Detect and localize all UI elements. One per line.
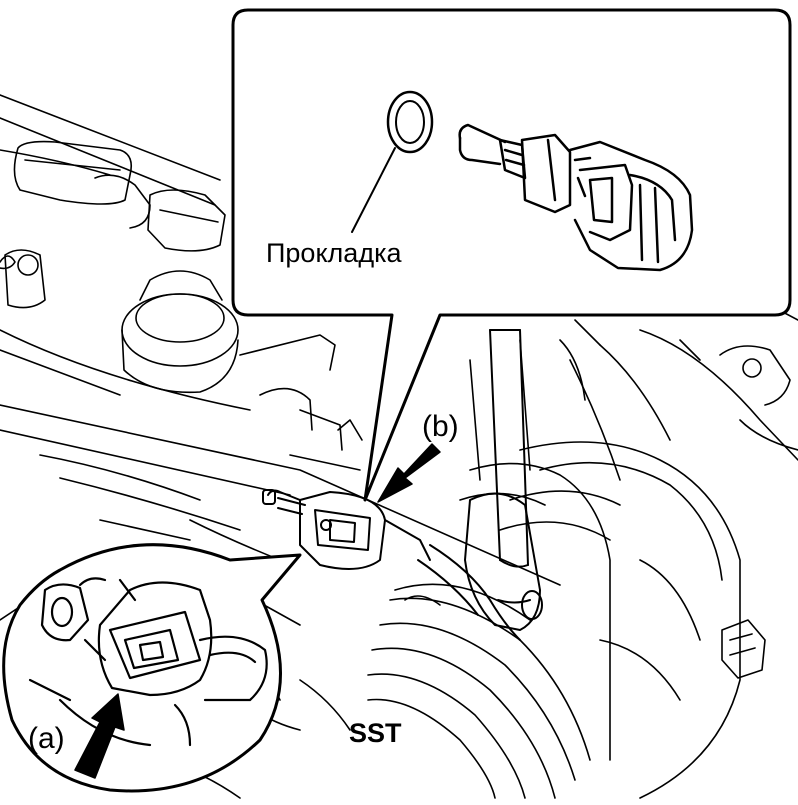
callout-a-label: (a) [28,722,65,755]
sst-label: SST [349,718,402,748]
installed-sensor [262,489,431,570]
detail-callout-top [231,8,792,502]
sensor-detail [458,123,694,272]
arrow-b [377,443,441,503]
sst-tool [417,329,543,641]
gasket-label: Прокладка [266,238,402,268]
detail-callout-bottom [2,543,302,793]
callout-b-label: (b) [422,410,459,443]
